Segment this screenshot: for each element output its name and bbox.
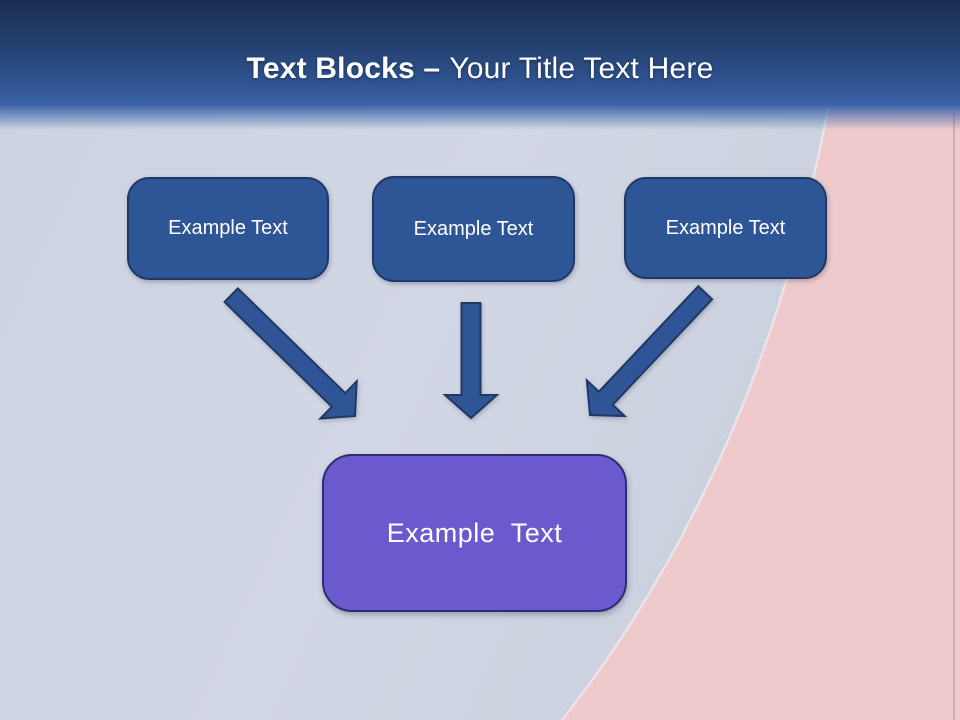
page-title: Text Blocks –Your Title Text Here xyxy=(0,52,960,86)
text-block-2-label: Example Text xyxy=(413,217,534,240)
title-regular-text: Your Title Text Here xyxy=(449,52,714,85)
title-bold-text: Text Blocks – xyxy=(246,52,441,85)
arrow-down-icon[interactable] xyxy=(442,302,500,420)
text-block-2[interactable]: Example Text xyxy=(372,176,575,282)
result-block[interactable]: Example Text xyxy=(322,454,627,612)
pink-curve-shape xyxy=(562,0,960,720)
text-block-3[interactable]: Example Text xyxy=(624,177,827,279)
arrow-down-right-icon[interactable] xyxy=(213,277,373,435)
text-block-1-label: Example Text xyxy=(168,217,288,239)
text-block-1[interactable]: Example Text xyxy=(127,177,329,280)
title-bar: Text Blocks –Your Title Text Here xyxy=(0,0,960,130)
arrow-down-left-icon[interactable] xyxy=(571,275,724,433)
text-block-3-label: Example Text xyxy=(665,216,786,239)
result-block-label: Example Text xyxy=(386,517,563,548)
